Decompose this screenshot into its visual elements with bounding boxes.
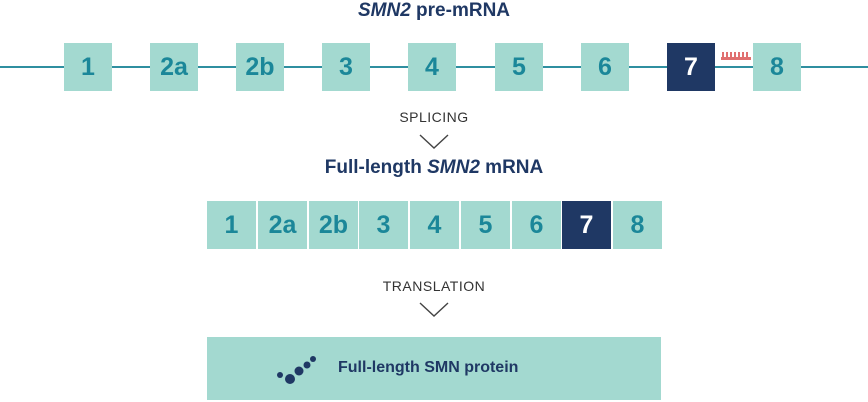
protein-label: Full-length SMN protein [338,359,519,376]
mrna-exon: 8 [613,201,662,249]
exon-label: 5 [512,52,526,81]
exon-label: 2a [268,210,297,239]
mrna-exon: 3 [359,201,408,249]
exon-label: 2b [245,52,275,81]
pre-mrna-exon: 3 [322,43,370,91]
pre-mrna-exon: 2a [150,43,198,91]
pre-mrna-title-rest: pre-mRNA [410,0,511,21]
mrna-exon: 2a [258,201,307,249]
pre-mrna-exon: 2b [236,43,284,91]
protein-box [207,337,661,400]
exon-label: 8 [770,52,784,81]
translation-label: TRANSLATION [382,278,486,294]
exon-label: 4 [425,52,439,81]
protein-dots-icon [277,356,316,384]
exon-label: 7 [684,52,698,81]
mrna-exon: 5 [461,201,510,249]
mrna-title-gene: SMN2 [427,157,480,178]
pre-mrna-exon-highlight: 7 [667,43,715,91]
exon-label: 3 [376,210,391,239]
exon-label: 6 [529,210,544,239]
mrna-exon: 6 [512,201,561,249]
mrna-exon-highlight: 7 [562,201,611,249]
exon-label: 8 [630,210,645,239]
mrna-exon: 1 [207,201,256,249]
exon-label: 3 [339,52,353,81]
exon-label: 1 [224,210,239,239]
mrna-exon: 4 [410,201,459,249]
chevron-down-icon [419,134,449,149]
pre-mrna-exon: 1 [64,43,112,91]
aso-comb-icon [721,52,751,60]
pre-mrna-title: SMN2 pre-mRNA [0,0,868,22]
exon-label: 4 [427,210,442,239]
mrna-title-prefix: Full-length [324,157,428,178]
mrna-title: Full-length SMN2 mRNA [0,157,868,179]
pre-mrna-title-gene: SMN2 [357,0,411,21]
exon-label: 2a [160,52,188,81]
exon-label: 2b [318,210,349,239]
mrna-exon: 2b [309,201,358,249]
pre-mrna-exon: 4 [408,43,456,91]
exon-label: 5 [478,210,493,239]
exon-label: 7 [579,210,594,239]
exon-label: 1 [81,52,95,81]
chevron-down-icon [419,302,449,317]
pre-mrna-exon: 6 [581,43,629,91]
splicing-label: SPLICING [399,109,469,125]
mrna-title-suffix: mRNA [479,157,544,178]
pre-mrna-exon: 8 [753,43,801,91]
exon-label: 6 [598,52,612,81]
pre-mrna-exon: 5 [495,43,543,91]
